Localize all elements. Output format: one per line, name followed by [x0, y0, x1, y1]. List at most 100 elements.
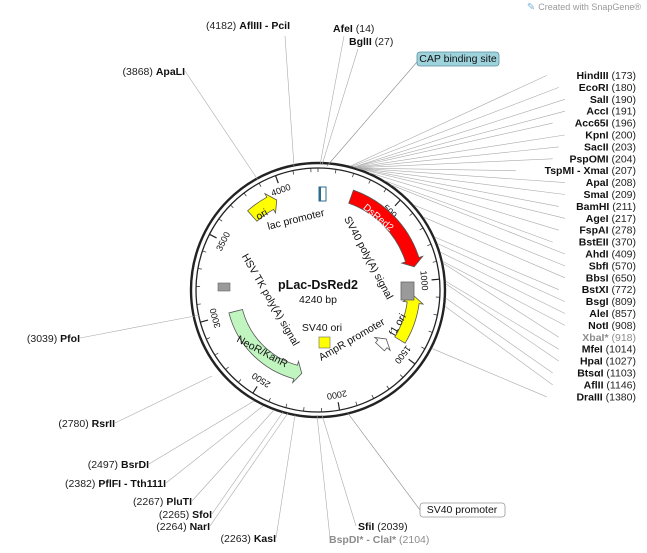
ring-tick: [408, 358, 416, 365]
ring-tick: [285, 403, 288, 408]
site-label-afliii-pcii: (4182) AflIII - PciI: [206, 20, 290, 32]
hsv-tk-block: [217, 282, 231, 292]
ring-tick: [428, 330, 433, 333]
site-leader: [191, 409, 275, 502]
ring-tick: [433, 313, 438, 316]
ring-tick-label: 3000: [208, 307, 223, 329]
sv40-ori-label: SV40 ori: [302, 322, 342, 334]
site-leader: [355, 146, 559, 169]
site-label-18: BstXI (772): [582, 284, 636, 296]
site-label-1: EcoRI (180): [579, 82, 636, 94]
ring-tick: [268, 397, 271, 402]
site-leader: [443, 263, 559, 338]
cap-binding-leader: [326, 61, 418, 167]
sv40-promoter-label: SV40 promoter: [427, 504, 498, 516]
ring-tick: [337, 402, 341, 411]
site-leader: [442, 261, 566, 326]
site-leader: [321, 48, 359, 166]
sv40-promoter-leader: [346, 411, 421, 511]
site-label-sfoi: (2265) SfoI: [159, 509, 212, 521]
ring-tick: [200, 319, 209, 323]
ring-tick: [258, 182, 262, 187]
site-leader: [209, 412, 289, 527]
cap-binding-label: CAP binding site: [419, 53, 497, 65]
site-leader: [384, 180, 553, 243]
site-leader: [321, 414, 357, 527]
neor-kanr-arrow: [228, 308, 303, 384]
plasmid-size: 4240 bp: [299, 294, 337, 306]
ring-tick: [409, 212, 413, 216]
site-label-16: SbfI (570): [589, 260, 636, 272]
ring-tick: [427, 243, 432, 246]
site-label-afei: AfeI (14): [333, 23, 374, 35]
site-leader: [445, 283, 559, 362]
ampr-promoter-arrow: [373, 336, 391, 352]
site-leader: [148, 400, 255, 465]
site-label-12: AgeI (217): [586, 213, 636, 225]
site-leader: [390, 184, 566, 255]
snapgene-credit: ✎Created with SnapGene®: [527, 2, 641, 13]
credit-text: Created with SnapGene®: [538, 2, 641, 12]
site-leader: [79, 314, 201, 339]
site-leader: [356, 167, 565, 183]
ring-tick: [432, 261, 437, 263]
ring-tick: [197, 268, 202, 270]
site-leader: [413, 204, 566, 267]
ring-tick: [202, 250, 207, 253]
site-leader: [353, 99, 565, 168]
site-label-pflfi: (2382) PflFI - Tth111I: [65, 478, 166, 490]
ring-tick-label: 1500: [393, 344, 413, 366]
site-label-14: BstEII (370): [579, 237, 636, 249]
site-label-pfoi: (3039) PfoI: [27, 333, 80, 345]
site-labels: HindIII (173)EcoRI (180)SalI (190)AccI (…: [27, 20, 636, 546]
ring-tick-label: 4000: [270, 182, 292, 198]
site-label-rsrii: (2780) RsrII: [58, 418, 115, 430]
site-leader: [445, 297, 553, 374]
ring-tick: [383, 188, 387, 193]
site-leader: [316, 414, 331, 539]
site-leader: [356, 167, 517, 171]
site-leader: [211, 411, 284, 515]
site-label-23: MfeI (1014): [582, 344, 636, 356]
ring-tick: [355, 401, 358, 406]
site-leader: [351, 87, 559, 167]
ring-tick-label: 3500: [214, 230, 232, 252]
site-leader: [275, 414, 296, 539]
site-leader: [440, 251, 566, 314]
site-label-bsrdi: (2497) BsrDI: [88, 459, 149, 471]
ring-tick-label: 2500: [250, 371, 272, 390]
site-leader: [350, 75, 547, 167]
site-label-nari: (2264) NarI: [156, 521, 210, 533]
site-label-5: KpnI (200): [585, 130, 636, 142]
site-leader: [355, 134, 565, 168]
ring-tick: [421, 346, 426, 350]
ring-tick: [335, 169, 337, 174]
site-leader: [114, 375, 213, 424]
site-leader: [284, 35, 295, 167]
neor-kanr-label: NeoR/KanR: [235, 333, 290, 370]
site-label-13: FspAI (278): [579, 225, 636, 237]
ring-tick-label: 2000: [326, 388, 347, 401]
site-label-26: AflII (1146): [584, 379, 636, 391]
site-leader-lines: [79, 35, 566, 539]
site-label-4: Acc65I (196): [575, 118, 636, 130]
dsred2-arrow: [348, 189, 424, 268]
site-label-24: HpaI (1027): [580, 356, 636, 368]
site-label-3: AccI (191): [586, 106, 636, 118]
site-label-15: AhdI (409): [585, 249, 636, 261]
site-leader: [353, 110, 565, 168]
site-label-9: ApaI (208): [586, 177, 636, 189]
site-label-11: BamHI (211): [576, 201, 636, 213]
ring-tick: [252, 386, 258, 394]
site-label-10: SmaI (209): [583, 189, 636, 201]
ring-tick: [386, 385, 390, 390]
ring-tick: [274, 175, 279, 184]
site-label-17: BbsI (650): [586, 272, 636, 284]
snapgene-logo-icon: ✎: [526, 2, 536, 13]
ring-tick: [371, 394, 375, 399]
site-leader: [165, 405, 264, 484]
ring-tick: [352, 173, 354, 178]
cap-binding-callout: [416, 51, 500, 67]
ring-tick: [243, 192, 247, 197]
ring-tick-label: 1000: [418, 270, 430, 291]
